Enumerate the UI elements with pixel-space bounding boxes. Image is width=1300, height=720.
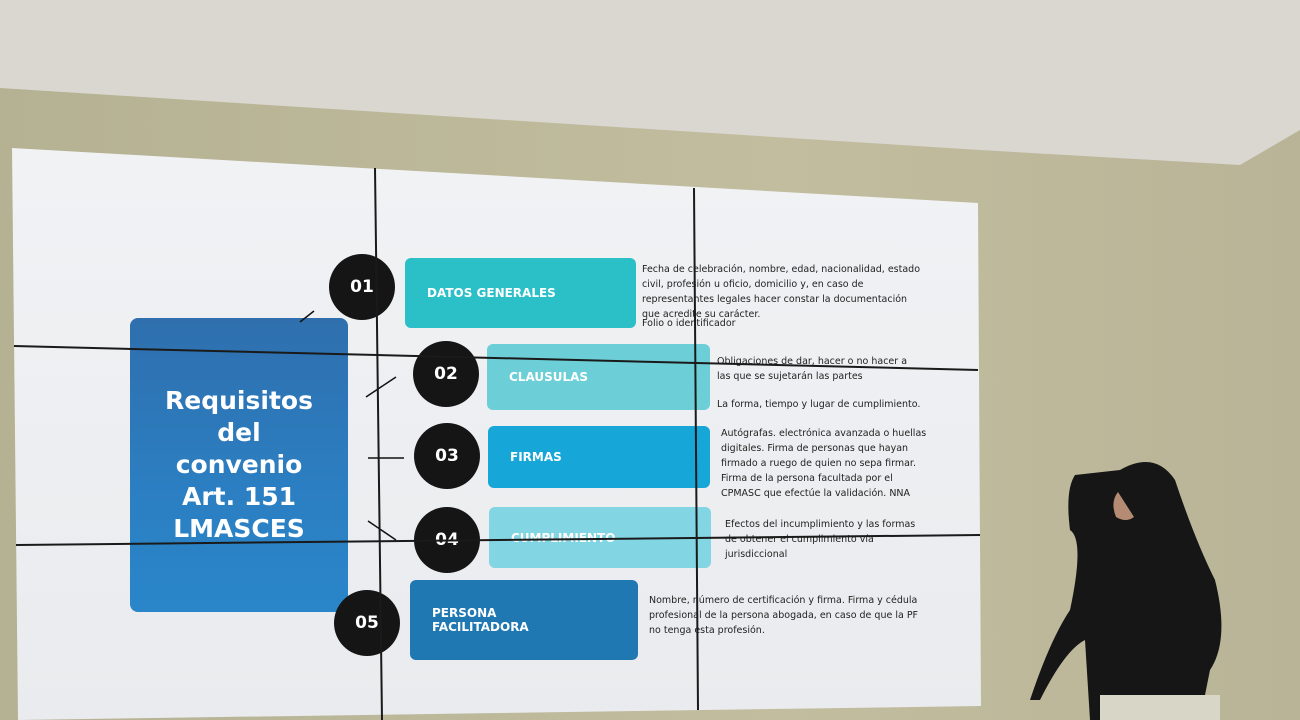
step-number-02: 02 (413, 341, 479, 407)
step-description-04: Efectos del incumplimiento y las formas … (725, 519, 916, 560)
step-description-02: Obligaciones de dar, hacer o no hacer a … (717, 356, 908, 382)
video-wall-bezels (13, 167, 981, 720)
arrow-01 (299, 310, 315, 323)
step-number-03: 03 (414, 423, 480, 489)
step-note-01: Folio o identificador (642, 318, 736, 329)
step-label-datos-generales: DATOS GENERALES (405, 258, 636, 328)
step-number-01: 01 (329, 254, 395, 320)
arrow-04 (367, 520, 397, 541)
step-label-firmas: FIRMAS (488, 426, 710, 488)
slide-title-box: Requisitos del convenio Art. 151 LMASCES (130, 318, 348, 612)
arrow-02 (365, 376, 397, 398)
step-description-03: Autógrafas. electrónica avanzada o huell… (721, 428, 927, 499)
step-description-05: Nombre, número de certificación y firma.… (649, 595, 919, 636)
step-label-persona-facilitadora: PERSONA FACILITADORA (410, 580, 638, 660)
step-number-05: 05 (334, 590, 400, 656)
step-description-01: Fecha de celebración, nombre, edad, naci… (642, 264, 921, 320)
presenter-person (1030, 462, 1222, 720)
step-note-02: La forma, tiempo y lugar de cumplimiento… (717, 399, 921, 410)
arrows (299, 310, 404, 541)
step-label-clausulas: CLAUSULAS (487, 344, 710, 410)
